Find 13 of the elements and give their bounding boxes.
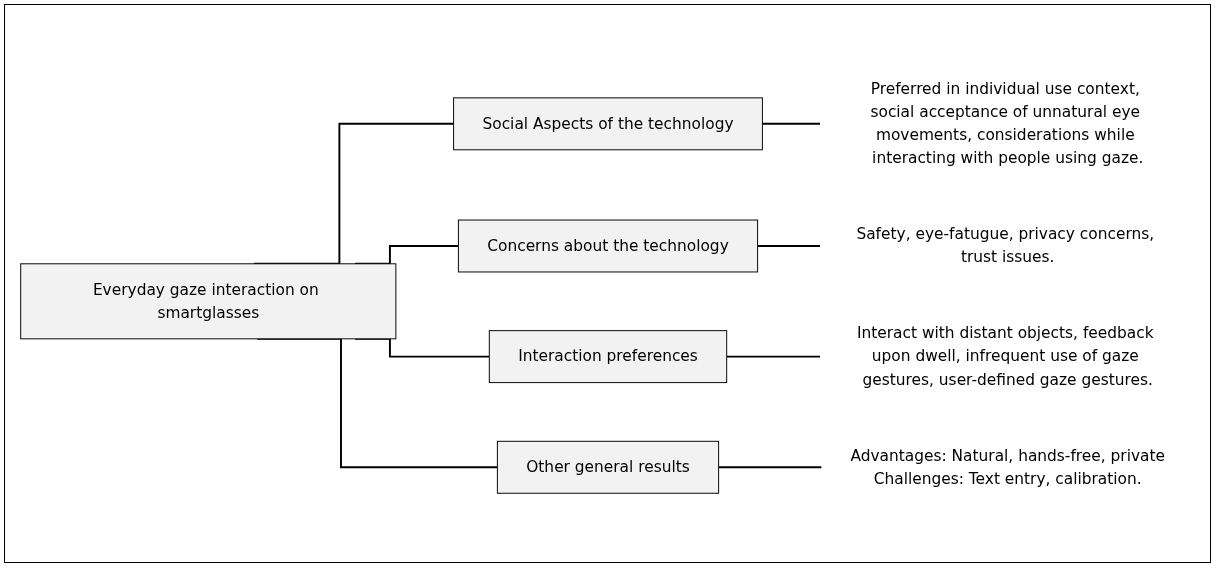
node-text: Safety, eye-fatugue, privacy concerns, trust issues. — [855, 224, 1154, 266]
node-box: Social Aspects of the technology — [452, 96, 763, 150]
node-box: Other general results — [496, 440, 719, 494]
connector — [760, 122, 821, 125]
connector — [725, 355, 821, 358]
node-box: Concerns about the technology — [457, 219, 758, 272]
node-text: Advantages: Natural, hands-free, private Challenges: Text entry, calibration. — [849, 445, 1165, 487]
connector — [717, 465, 823, 468]
connector — [756, 244, 821, 247]
node-box: Interaction preferences — [488, 329, 727, 383]
node-text: Preferred in individual use context, social acceptance of unnatural eye movements, considerations while interacting with people using gaze. — [869, 79, 1143, 167]
node-box: Everyday gaze interaction on smartglasses — [19, 262, 396, 339]
node-text: Interact with distant objects, feedback upon dwell, infrequent use of gaze gestures, user-defined gaze gestures. — [856, 323, 1154, 388]
